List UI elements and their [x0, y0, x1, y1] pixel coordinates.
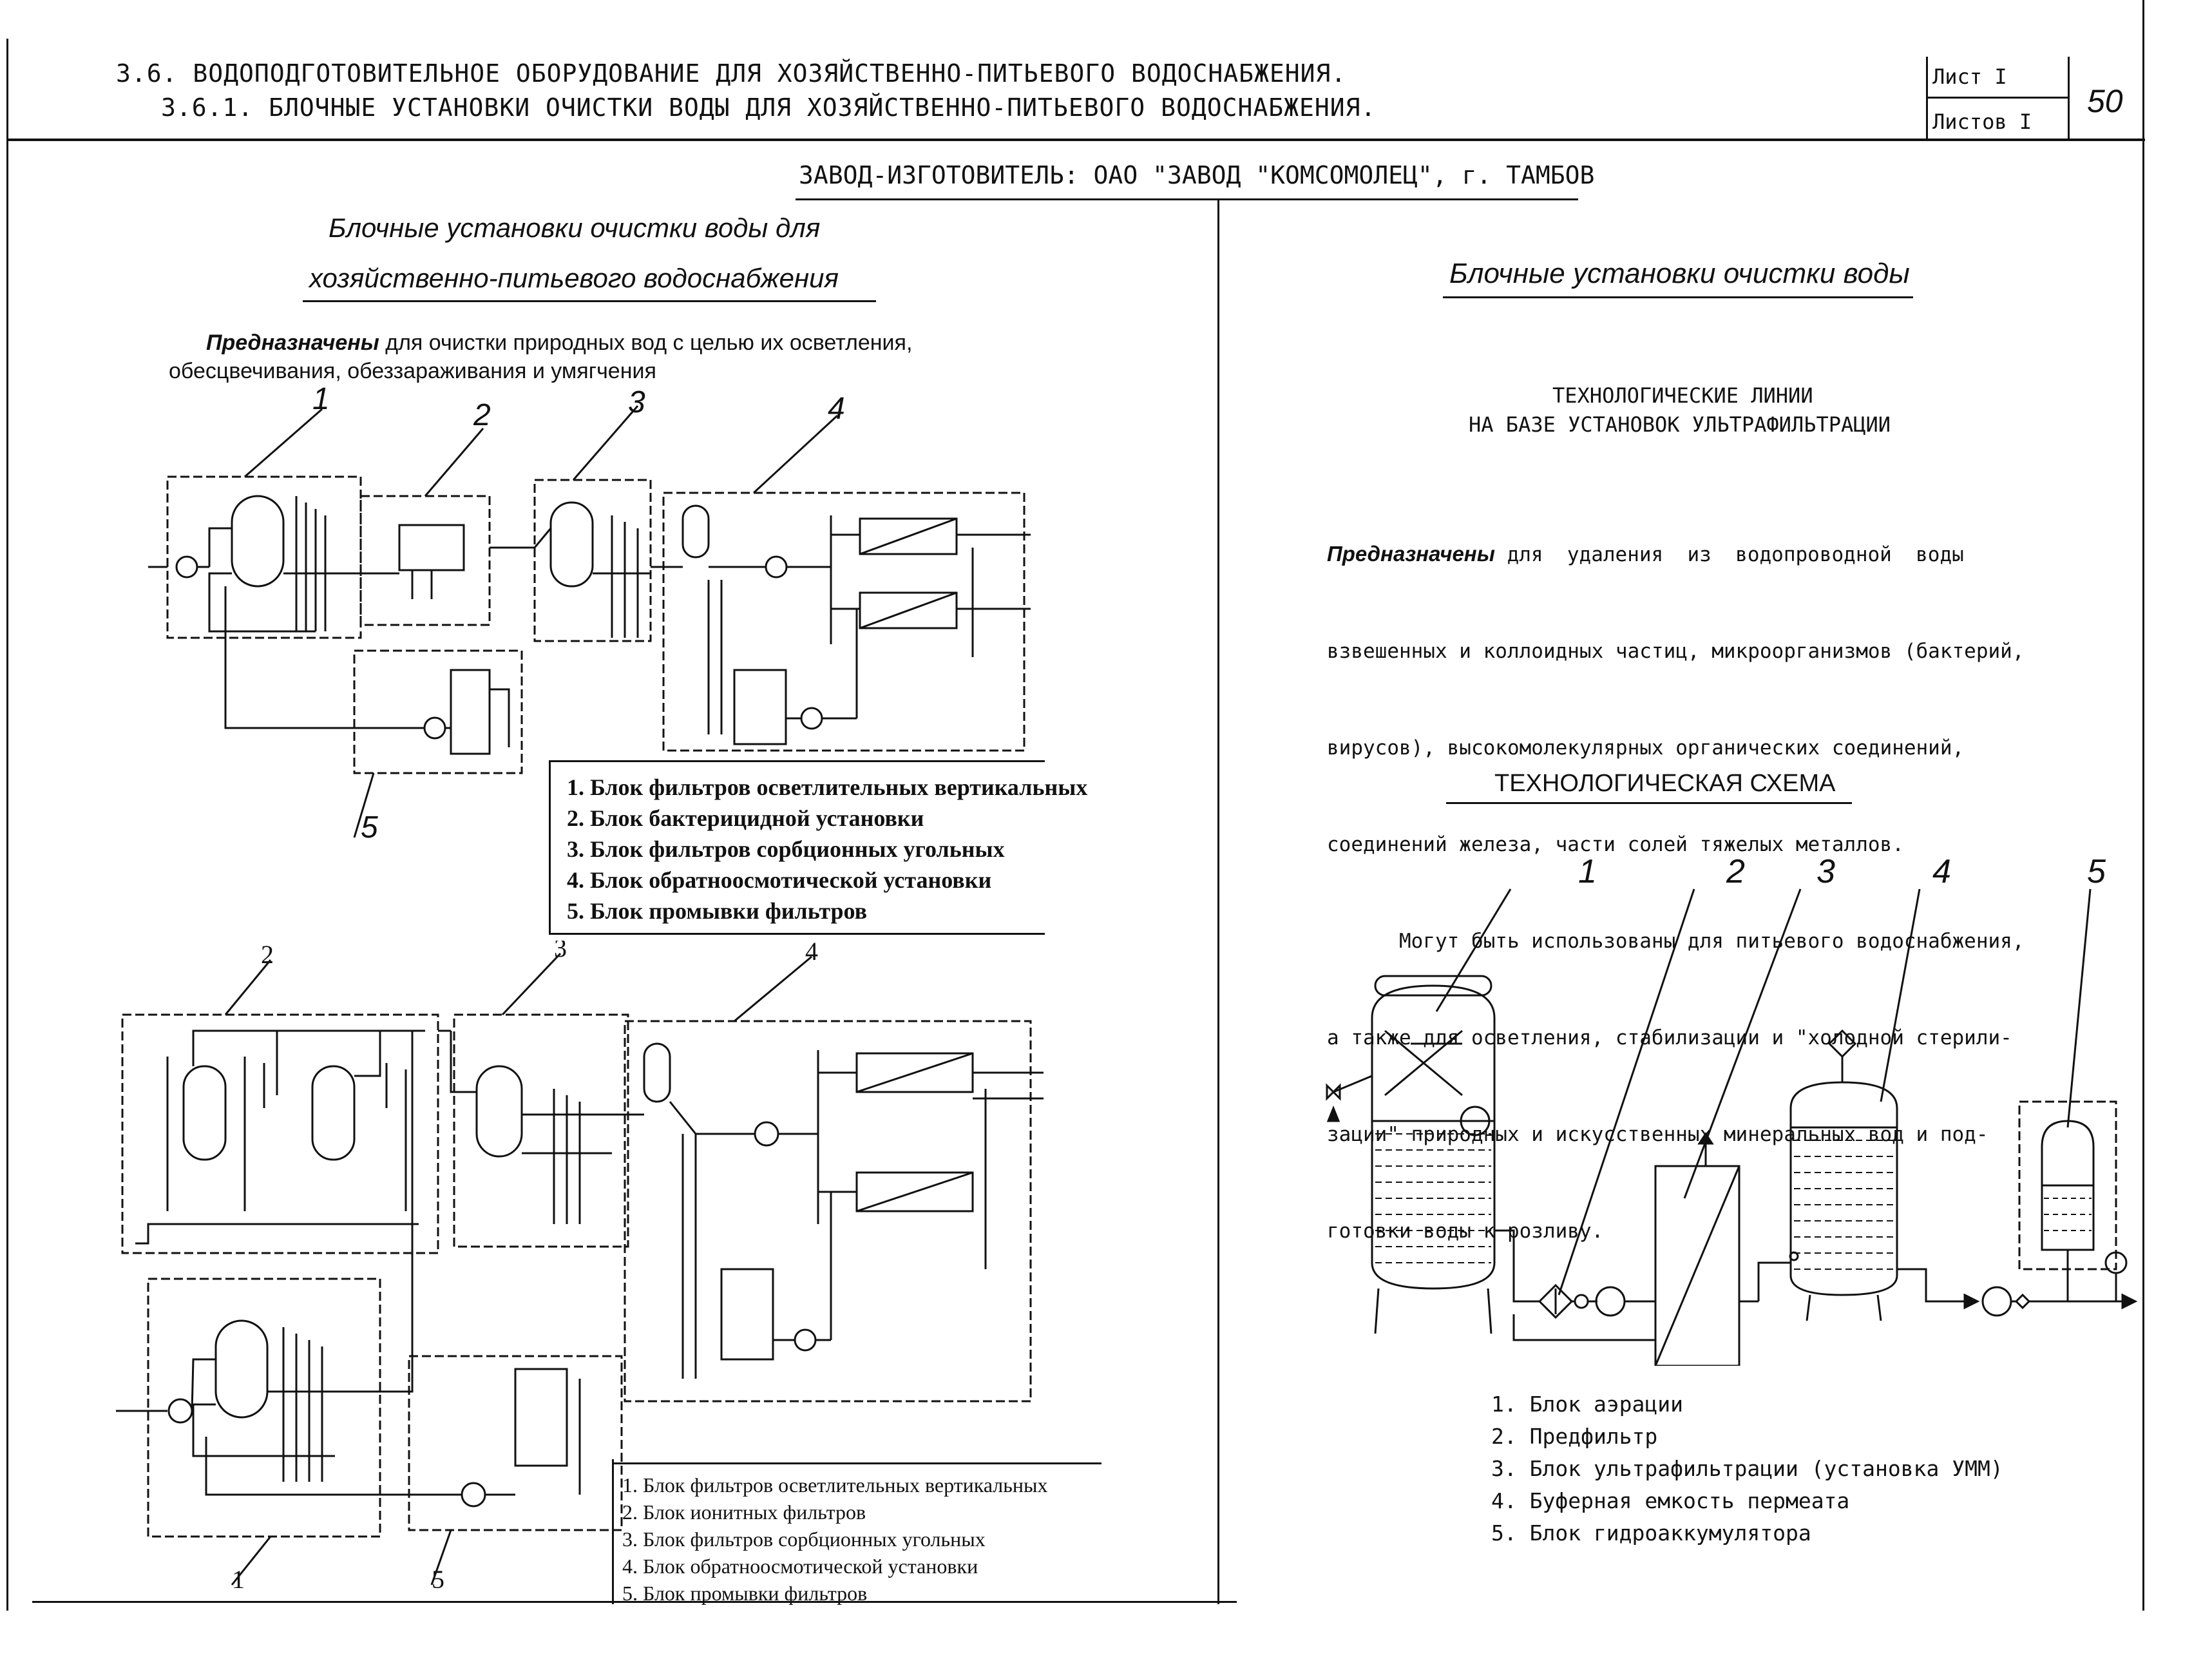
legend2-item-5: 5. Блок промывки фильтров	[622, 1582, 868, 1605]
legend2-item-3: 3. Блок фильтров сорбционных угольных	[622, 1528, 986, 1551]
right-purpose-line-5: Могут быть использованы для питьевого во…	[1327, 930, 2025, 953]
diagram1-num-5: 5	[361, 810, 378, 845]
scheme-num-3: 3	[1816, 853, 1835, 890]
column-divider	[1217, 200, 1219, 1604]
right-purpose-line-4: соединений железа, части солей тяжелых м…	[1327, 833, 1904, 856]
legend2-item-2: 2. Блок ионитных фильтров	[622, 1500, 866, 1524]
sheet-box-divider	[1926, 97, 2068, 99]
legend2: 1. Блок фильтров осветлительных вертикал…	[622, 1471, 1047, 1607]
diagram2-num-2: 2	[261, 941, 274, 969]
right-purpose-line-3: вирусов), высокомолекулярных органически…	[1327, 736, 1965, 760]
diagram2-num-4: 4	[805, 941, 818, 966]
scheme-title: ТЕХНОЛОГИЧЕСКАЯ СХЕМА	[1494, 770, 1836, 797]
right-title-underline	[1443, 296, 1913, 298]
sheet-label: Лист I	[1932, 64, 2007, 89]
right-purpose-bold: Предназначены	[1327, 542, 1495, 566]
diagram-1: 1 2 3 4 5	[148, 387, 1031, 845]
scheme-legend-item-3: 3. Блок ультрафильтрации (установка УММ)	[1491, 1456, 2003, 1481]
legend1-bar	[549, 760, 551, 934]
diagram1-num-2: 2	[473, 398, 491, 432]
scheme-legend: 1. Блок аэрации 2. Предфильтр 3. Блок ул…	[1491, 1388, 2003, 1549]
sheets-label: Листов I	[1932, 110, 2032, 134]
left-purpose-rest: для очистки природных вод с целью их осв…	[379, 330, 913, 355]
scheme-legend-item-1: 1. Блок аэрации	[1491, 1392, 1684, 1417]
diagram1-num-4: 4	[828, 392, 845, 426]
header-rule	[6, 139, 2145, 141]
legend2-item-4: 4. Блок обратноосмотической установки	[622, 1555, 978, 1578]
legend1-item-5: 5. Блок промывки фильтров	[567, 898, 868, 924]
legend1-top-rule	[549, 760, 1045, 762]
manufacturer: ЗАВОД-ИЗГОТОВИТЕЛЬ: ОАО "ЗАВОД "КОМСОМОЛ…	[799, 161, 1595, 189]
legend1-item-3: 3. Блок фильтров сорбционных угольных	[567, 836, 1005, 862]
legend1-bottom-rule	[549, 933, 1045, 935]
left-purpose: Предназначены для очистки природных вод …	[206, 327, 912, 358]
scheme-legend-item-4: 4. Буферная емкость пермеата	[1491, 1488, 1850, 1513]
left-purpose-line2: обесцвечивания, обеззараживания и умягче…	[169, 359, 656, 383]
legend2-top-rule	[612, 1462, 1101, 1464]
right-purpose-line-1: для удаления из водопроводной воды	[1494, 543, 1964, 566]
left-title-underline	[303, 300, 876, 302]
right-subtitle-line2: НА БАЗЕ УСТАНОВОК УЛЬТРАФИЛЬТРАЦИИ	[1469, 412, 1891, 437]
left-purpose-bold: Предназначены	[206, 330, 379, 355]
sheet-box-right	[2068, 57, 2070, 139]
scheme-legend-item-2: 2. Предфильтр	[1491, 1424, 1658, 1449]
scheme-num-2: 2	[1726, 853, 1745, 890]
manufacturer-underline	[796, 198, 1578, 200]
diagram1-num-1: 1	[312, 387, 330, 416]
right-purpose-line-2: взвешенных и коллоидных частиц, микроорг…	[1327, 640, 2025, 663]
legend2-bar	[612, 1459, 614, 1604]
diagram2-num-1: 1	[232, 1565, 245, 1594]
left-title-line2: хозяйственно-питьевого водоснабжения	[309, 263, 839, 293]
legend1: 1. Блок фильтров осветлительных вертикал…	[567, 772, 1087, 926]
right-title: Блочные установки очистки воды	[1449, 258, 1910, 289]
scheme-legend-item-5: 5. Блок гидроаккумулятора	[1491, 1520, 1811, 1546]
scheme-num-1: 1	[1578, 853, 1597, 890]
diagram-2: 2 3 4 1 5	[116, 941, 1044, 1594]
legend1-item-2: 2. Блок бактерицидной установки	[567, 805, 924, 831]
technological-scheme: 1 2 3 4 5	[1326, 853, 2138, 1366]
legend2-item-1: 1. Блок фильтров осветлительных вертикал…	[622, 1473, 1048, 1497]
right-subtitle-line1: ТЕХНОЛОГИЧЕСКИЕ ЛИНИИ	[1552, 383, 1813, 408]
left-border	[6, 39, 8, 1611]
scheme-num-5: 5	[2087, 853, 2106, 890]
subsection-heading: 3.6.1. БЛОЧНЫЕ УСТАНОВКИ ОЧИСТКИ ВОДЫ ДЛ…	[161, 93, 1377, 122]
right-border	[2142, 0, 2144, 1611]
scheme-title-underline	[1446, 802, 1852, 804]
page-number: 50	[2087, 83, 2123, 119]
diagram2-num-5: 5	[432, 1565, 444, 1594]
diagram1-num-3: 3	[628, 387, 645, 419]
section-heading: 3.6. ВОДОПОДГОТОВИТЕЛЬНОЕ ОБОРУДОВАНИЕ Д…	[116, 59, 1347, 88]
bottom-rule	[32, 1601, 1237, 1603]
left-title-line1: Блочные установки очистки воды для	[329, 213, 821, 243]
legend1-item-4: 4. Блок обратноосмотической установки	[567, 867, 992, 893]
scheme-num-4: 4	[1932, 853, 1951, 890]
diagram2-num-3: 3	[554, 941, 567, 963]
legend1-item-1: 1. Блок фильтров осветлительных вертикал…	[567, 774, 1088, 800]
